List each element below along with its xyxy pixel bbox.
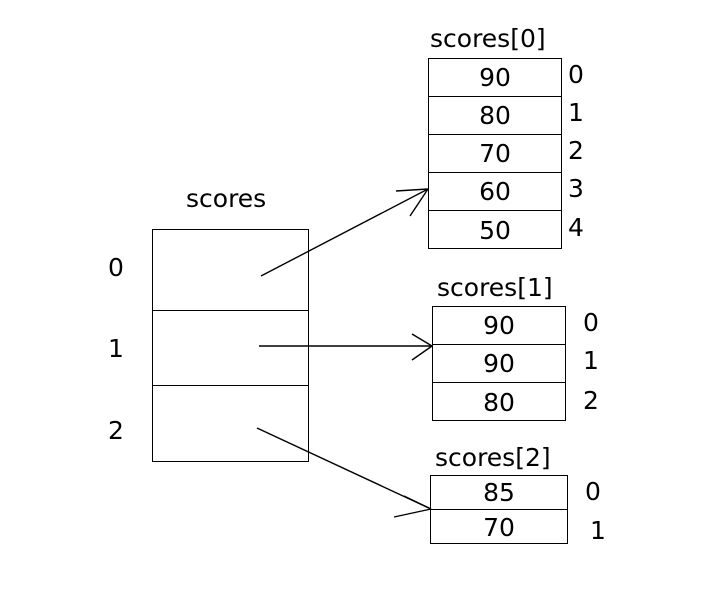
inner-array-1-index-1: 1 (583, 346, 599, 375)
inner-array-1-box: 90 90 80 (432, 306, 566, 421)
outer-row-index-2: 2 (108, 416, 124, 445)
inner-array-0-cell-2[interactable]: 70 (429, 135, 561, 173)
inner-array-0-cell-1[interactable]: 80 (429, 97, 561, 135)
inner-array-2-title: scores[2] (435, 443, 551, 472)
inner-array-0-index-3: 3 (568, 174, 584, 203)
inner-array-0-index-2: 2 (568, 136, 584, 165)
inner-array-0-index-4: 4 (568, 213, 584, 242)
inner-array-0-box: 90 80 70 60 50 (428, 58, 562, 249)
outer-array-cell-1[interactable] (153, 311, 308, 386)
inner-array-1-cell-1[interactable]: 90 (433, 345, 565, 383)
inner-array-1-cell-2[interactable]: 80 (483, 387, 515, 417)
outer-array-cell-2[interactable] (153, 386, 308, 460)
inner-array-2-index-0: 0 (585, 477, 601, 506)
inner-array-0-cell-3[interactable]: 60 (429, 173, 561, 211)
inner-array-1-index-0: 0 (583, 308, 599, 337)
outer-array-cell-0[interactable] (153, 230, 308, 311)
inner-array-2-index-1: 1 (590, 516, 606, 545)
inner-array-2-box: 85 70 (430, 475, 568, 544)
inner-array-0-title: scores[0] (430, 24, 546, 53)
inner-array-0-cell-4[interactable]: 50 (479, 215, 511, 245)
inner-array-1-title: scores[1] (437, 273, 553, 302)
outer-row-index-0: 0 (108, 253, 124, 282)
inner-array-2-cell-0[interactable]: 85 (431, 476, 567, 510)
inner-array-0-cell-0[interactable]: 90 (429, 59, 561, 97)
outer-row-index-1: 1 (108, 334, 124, 363)
inner-array-0-index-0: 0 (568, 60, 584, 89)
inner-array-2-cell-1[interactable]: 70 (483, 512, 515, 542)
inner-array-0-index-1: 1 (568, 98, 584, 127)
inner-array-1-index-2: 2 (583, 386, 599, 415)
outer-array-title: scores (186, 184, 267, 213)
inner-array-1-cell-0[interactable]: 90 (433, 307, 565, 345)
outer-array-box (152, 229, 309, 462)
